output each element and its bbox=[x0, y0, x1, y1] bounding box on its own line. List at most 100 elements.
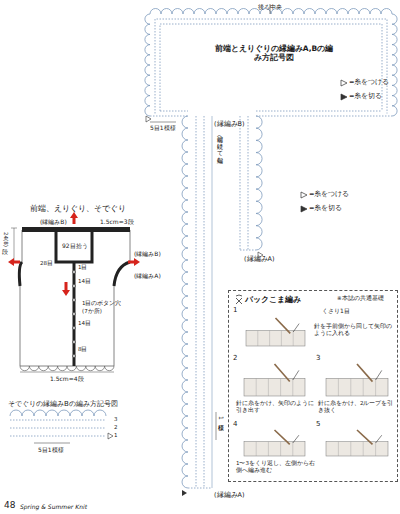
attach-yarn-mark bbox=[341, 80, 347, 86]
stitch-line bbox=[256, 442, 257, 456]
stitch-row bbox=[10, 436, 106, 437]
note-label: 1目 bbox=[78, 264, 88, 271]
note-label: 1模様 bbox=[218, 416, 225, 420]
attach-yarn-mark bbox=[301, 192, 307, 198]
armhole-band bbox=[114, 262, 130, 286]
garment-schematic bbox=[8, 212, 140, 372]
stitch-line bbox=[338, 442, 339, 456]
stitch-line bbox=[292, 378, 293, 396]
stitch-row bbox=[160, 111, 188, 112]
scallop-edge bbox=[256, 116, 262, 250]
note-label: 1 bbox=[114, 432, 118, 439]
legend-text: =糸を切る bbox=[349, 92, 382, 101]
garment-outline bbox=[19, 230, 130, 366]
arrow-line bbox=[376, 370, 382, 380]
note-label: 針を手前側から回して矢印のように入れる bbox=[314, 322, 392, 336]
direction-arrows bbox=[8, 212, 140, 296]
chart-title: 前端とえりぐりの縁編みA,Bの編み方記号図 bbox=[214, 44, 334, 62]
arrow-line bbox=[376, 435, 382, 443]
note-label: 前端へ続けて編む bbox=[217, 132, 224, 160]
note-label: 48 bbox=[4, 500, 15, 511]
stitch-line bbox=[375, 442, 376, 456]
stitch-line bbox=[268, 442, 269, 456]
note-label: 14目 bbox=[78, 278, 91, 285]
stitch-chart bbox=[145, 9, 397, 497]
step-illustration bbox=[326, 430, 388, 456]
stitch-row bbox=[10, 420, 106, 421]
stitch-row bbox=[240, 250, 256, 251]
note-label: 2 bbox=[233, 354, 237, 362]
edging-band bbox=[22, 227, 130, 232]
step-illustration bbox=[244, 364, 305, 396]
legend-sample bbox=[340, 93, 348, 101]
attach-yarn-mark bbox=[146, 116, 151, 122]
cut-yarn-mark bbox=[301, 206, 307, 212]
note-label: 1.5cm=3段 bbox=[100, 218, 134, 225]
stitch-row bbox=[256, 111, 382, 112]
fabric bbox=[326, 442, 388, 456]
note-label: 5目1模様 bbox=[38, 446, 64, 453]
stitch-line bbox=[350, 442, 351, 456]
stitch-row bbox=[248, 116, 249, 250]
note-label: 8目 bbox=[78, 346, 88, 353]
note-label: 24(8段) bbox=[2, 232, 9, 247]
legend-entry: =糸を切る bbox=[340, 92, 382, 101]
stitch-row bbox=[256, 116, 392, 117]
step-illustrations bbox=[244, 318, 388, 456]
crochet-hook bbox=[275, 364, 290, 382]
fabric bbox=[244, 442, 305, 456]
legend-text: =糸をつける bbox=[349, 78, 389, 87]
stitch-line bbox=[269, 331, 270, 346]
fabric bbox=[246, 331, 305, 346]
note-label: (縁編みB) bbox=[134, 250, 161, 257]
stitch-row bbox=[10, 428, 106, 429]
scallop-edge bbox=[392, 14, 397, 116]
stitch-line bbox=[280, 378, 281, 396]
stitch-line bbox=[338, 378, 339, 396]
legend-entry: =糸をつける bbox=[340, 78, 389, 87]
scallop-edge bbox=[182, 116, 188, 488]
legend-sample bbox=[300, 191, 308, 199]
legend-entry: =糸を切る bbox=[300, 204, 342, 213]
note-label: 前端、えりぐり、そでぐり bbox=[30, 204, 126, 213]
note-label: 92目拾う bbox=[62, 242, 88, 249]
stitch-row bbox=[196, 116, 197, 488]
note-label: 4 bbox=[233, 420, 237, 428]
stitch-line bbox=[363, 378, 364, 396]
note-label: 針に糸をかけ、2ループを引き抜く bbox=[318, 400, 394, 413]
buttonholes bbox=[73, 271, 76, 358]
fabric bbox=[244, 378, 305, 396]
hem-edge bbox=[20, 366, 114, 371]
note-label: (縁編みA) bbox=[244, 256, 275, 264]
legend-sample bbox=[340, 79, 348, 87]
note-label: (縁編みA) bbox=[134, 272, 161, 279]
stitch-row bbox=[160, 24, 382, 111]
arrow-line bbox=[293, 435, 299, 443]
armhole-band bbox=[19, 262, 22, 286]
note-label: (縁編みB) bbox=[214, 121, 245, 129]
scallop-edge bbox=[145, 14, 150, 116]
stitch-symbol bbox=[236, 295, 242, 304]
neck-band bbox=[56, 232, 92, 262]
stitch-row bbox=[155, 19, 387, 114]
cut-yarn-mark bbox=[341, 94, 347, 100]
stitch-row bbox=[212, 116, 213, 488]
scallop-edge bbox=[10, 410, 106, 416]
note-label: 2 bbox=[114, 424, 118, 431]
arrow-line bbox=[293, 324, 299, 332]
instruction-panel: バックこま編み※本誌の共通基礎 bbox=[228, 290, 398, 482]
stitch-line bbox=[257, 331, 258, 346]
crochet-hook bbox=[276, 318, 291, 333]
stitch-line bbox=[292, 442, 293, 456]
stitch-line bbox=[375, 378, 376, 396]
note-label: 1〜3をくり返し、左側から右側へ編み進む bbox=[236, 460, 316, 473]
attach-yarn-mark bbox=[108, 433, 113, 439]
front-band bbox=[73, 262, 76, 366]
repeat-bracket bbox=[34, 443, 70, 444]
note-label: 14目 bbox=[78, 320, 91, 327]
note-label: 針に糸をかけ、矢印のように引き出す bbox=[236, 400, 314, 413]
note-label: (縁編みA) bbox=[214, 492, 245, 500]
step-illustration bbox=[246, 318, 305, 346]
